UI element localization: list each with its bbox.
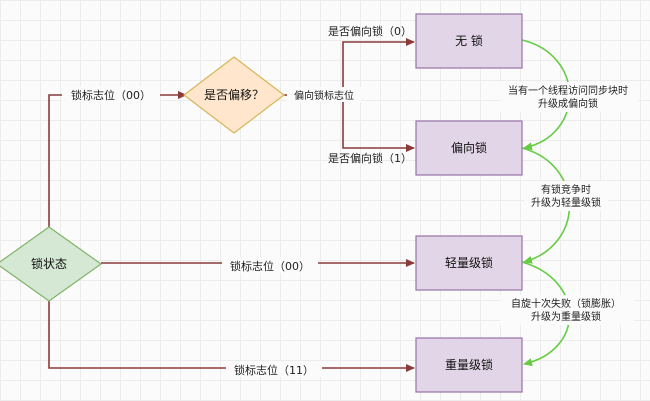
upgrade-label-to-heavy-1: 自旋十次失败（锁膨胀） — [511, 297, 621, 310]
lock-state-label: 锁状态 — [31, 256, 67, 271]
edge-state-to-heavyweight — [48, 300, 415, 372]
edge-label-flag-00-upper: 锁标志位（00） — [71, 88, 151, 102]
biased-decision-label: 是否偏移？ — [204, 87, 264, 102]
lightweight-lock-box[interactable] — [415, 235, 523, 291]
lightweight-lock-label: 轻量级锁 — [445, 255, 493, 270]
edge-label-flag-00-mid: 锁标志位（00） — [230, 259, 310, 273]
upgrade-label-to-biased-1: 当有一个线程访问同步块时 — [508, 84, 628, 97]
biased-lock-label: 偏向锁 — [451, 140, 487, 155]
no-lock-label: 无 锁 — [455, 33, 483, 48]
lock-state-diamond[interactable] — [0, 226, 103, 302]
heavyweight-lock-label: 重量级锁 — [445, 357, 493, 372]
heavyweight-lock-box[interactable] — [415, 337, 523, 393]
upgrade-label-to-light-2: 升级为轻量级锁 — [531, 196, 601, 209]
edge-label-biased-flag: 偏向锁标志位 — [294, 89, 354, 102]
edge-label-is-biased-1: 是否偏向锁（1） — [328, 151, 412, 165]
upgrade-label-to-biased-2: 升级成偏向锁 — [538, 97, 598, 110]
edge-decision-to-biased — [342, 95, 415, 152]
biased-lock-box[interactable] — [415, 120, 523, 176]
upgrade-label-to-light-1: 有锁竞争时 — [541, 183, 591, 196]
biased-decision-diamond[interactable] — [183, 56, 285, 134]
upgrade-label-to-heavy-2: 升级为重量级锁 — [531, 310, 601, 323]
no-lock-box[interactable] — [415, 13, 523, 69]
edge-state-to-decision — [48, 91, 187, 228]
edge-label-flag-11: 锁标志位（11） — [234, 363, 314, 377]
edge-label-is-biased-0: 是否偏向锁（0） — [328, 24, 412, 38]
